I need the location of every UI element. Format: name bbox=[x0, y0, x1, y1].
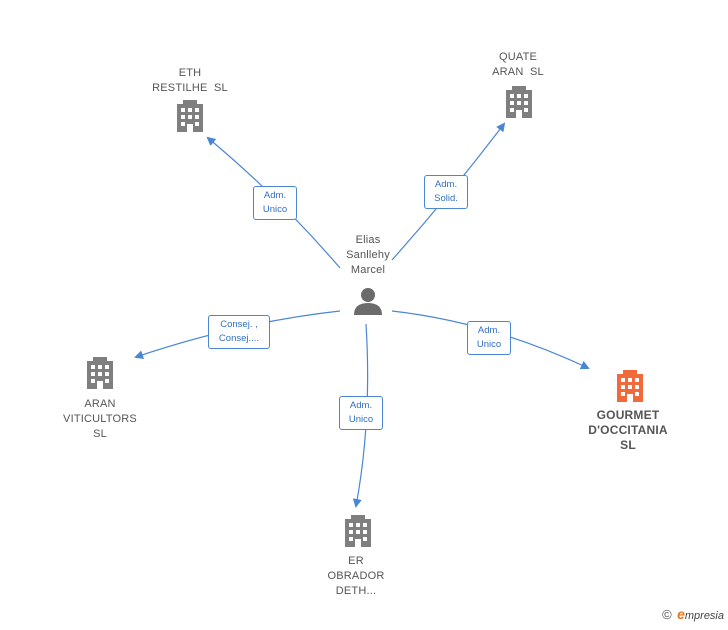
edge-label-quate[interactable]: Adm. Solid. bbox=[424, 175, 468, 209]
company-label-aran[interactable]: ARAN VITICULTORS SL bbox=[63, 398, 137, 440]
building-icon-gourmet[interactable] bbox=[617, 370, 643, 402]
edge-label-aran[interactable]: Consej. , Consej.... bbox=[208, 315, 270, 349]
edge-label-eth[interactable]: Adm. Unico bbox=[253, 186, 297, 220]
company-label-eth[interactable]: ETH RESTILHE SL bbox=[152, 67, 228, 94]
person-label[interactable]: Elias Sanllehy Marcel bbox=[346, 234, 390, 276]
building-icon-eth[interactable] bbox=[177, 100, 203, 132]
company-label-quate[interactable]: QUATE ARAN SL bbox=[492, 51, 544, 78]
building-icon-aran[interactable] bbox=[87, 357, 113, 389]
edge-label-er[interactable]: Adm. Unico bbox=[339, 396, 383, 430]
edge-label-gourmet[interactable]: Adm. Unico bbox=[467, 321, 511, 355]
company-label-gourmet[interactable]: GOURMET D'OCCITANIA SL bbox=[588, 408, 668, 452]
copyright-symbol: © bbox=[662, 607, 672, 622]
building-icon-er[interactable] bbox=[345, 515, 371, 547]
building-icon-quate[interactable] bbox=[506, 86, 532, 118]
footer-brand[interactable]: © empresia bbox=[662, 606, 724, 622]
company-label-er[interactable]: ER OBRADOR DETH... bbox=[327, 555, 385, 597]
empresia-logo: empresia bbox=[677, 606, 724, 622]
person-icon[interactable] bbox=[354, 288, 382, 315]
